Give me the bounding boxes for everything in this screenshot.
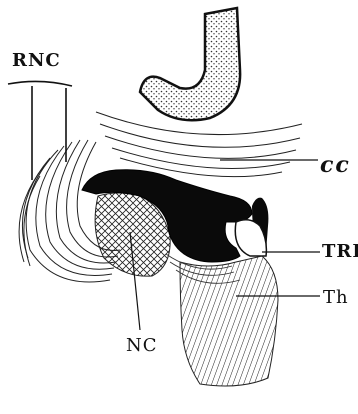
rnc-leader-lines xyxy=(8,81,72,180)
corpus-callosum-lines xyxy=(96,112,302,177)
th-thalamus-region xyxy=(180,256,278,386)
label-rnc: RNC xyxy=(12,52,61,70)
label-cc: cc xyxy=(320,154,351,176)
label-th: Th xyxy=(323,289,349,307)
label-nc: NC xyxy=(126,337,158,355)
label-tri: TRI xyxy=(322,243,358,261)
j-shaped-structure xyxy=(140,8,240,120)
